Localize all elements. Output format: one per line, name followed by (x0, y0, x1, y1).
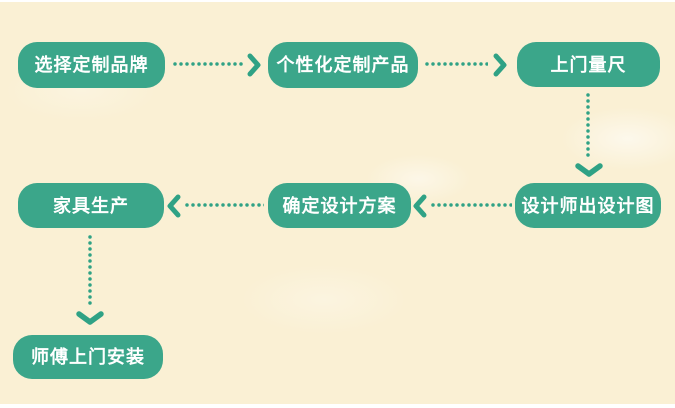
flow-node-furniture-production: 家具生产 (18, 183, 164, 228)
flow-node-home-installation: 师傅上门安装 (13, 335, 163, 379)
chevron-down-icon (574, 162, 604, 178)
dotted-line-plan-to-production (184, 203, 264, 207)
dotted-line-production-to-install (88, 234, 92, 306)
chevron-right-icon (246, 52, 262, 78)
chevron-down-icon (75, 310, 105, 326)
dotted-line-measure-to-designer (586, 92, 590, 158)
chevron-left-icon (166, 193, 182, 219)
chevron-right-icon (492, 52, 508, 78)
flow-node-designer-drawing: 设计师出设计图 (515, 183, 661, 228)
chevron-left-icon (412, 193, 428, 219)
flow-node-home-measure: 上门量尺 (517, 42, 660, 87)
flow-node-confirm-design-plan: 确定设计方案 (268, 183, 411, 228)
dotted-line-designer-to-plan (430, 203, 512, 207)
flow-node-custom-product: 个性化定制产品 (268, 42, 418, 88)
dotted-line-product-to-measure (424, 62, 488, 66)
dotted-line-brand-to-product (172, 62, 243, 66)
flow-node-choose-brand: 选择定制品牌 (18, 42, 165, 88)
